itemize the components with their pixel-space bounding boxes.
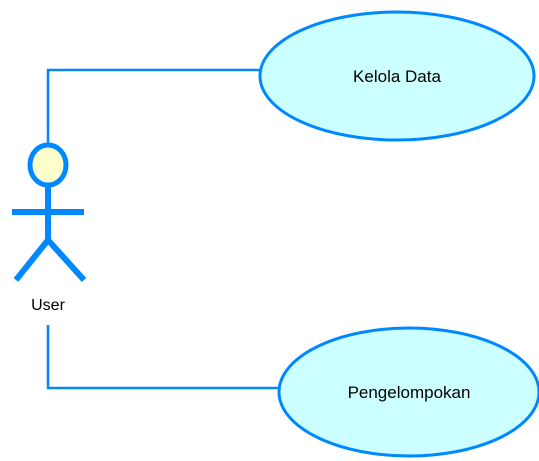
actor-label: User — [31, 297, 65, 314]
actor-left-leg — [13, 238, 51, 282]
association-line-pengelompokan — [46, 325, 278, 390]
use-case-pengelompokan-label: Pengelompokan — [348, 383, 471, 402]
actor-user[interactable]: User — [12, 142, 87, 314]
actor-right-leg — [45, 237, 87, 283]
use-case-pengelompokan[interactable]: Pengelompokan — [277, 326, 539, 458]
use-case-kelola-data-shape — [258, 10, 536, 142]
use-case-kelola-data[interactable]: Kelola Data — [258, 10, 536, 142]
use-case-kelola-data-label: Kelola Data — [353, 67, 441, 86]
actor-head — [27, 142, 69, 188]
association-line-kelola-data — [46, 68, 262, 147]
use-case-pengelompokan-shape — [277, 326, 539, 458]
